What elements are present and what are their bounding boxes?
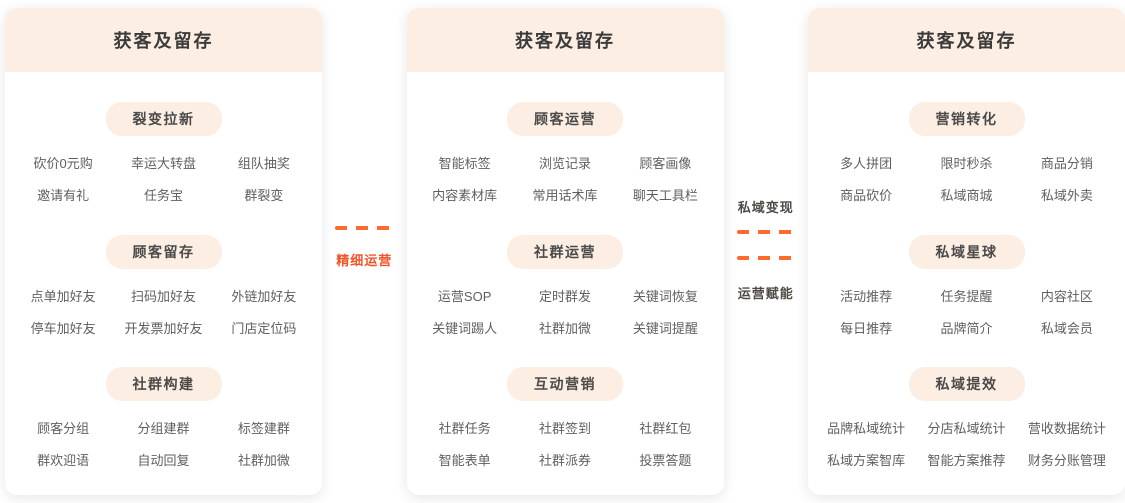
section-pill: 营销转化 bbox=[908, 102, 1025, 136]
panel-card-2: 获客及留存 顾客运营 智能标签 浏览记录 顾客画像 内容素材库 常用话术库 聊天… bbox=[406, 8, 724, 495]
feature-item: 财务分账管理 bbox=[1027, 453, 1106, 469]
feature-item: 投票答题 bbox=[639, 453, 692, 469]
feature-item: 私域外卖 bbox=[1040, 188, 1093, 204]
section-community-operation: 社群运营 运营SOP 定时群发 关键词恢复 关键词踢人 社群加微 关键词提醒 bbox=[407, 234, 724, 338]
feature-item: 多人拼团 bbox=[840, 156, 893, 171]
feature-grid: 运营SOP 定时群发 关键词恢复 关键词踢人 社群加微 关键词提醒 bbox=[407, 289, 724, 338]
section-private-planet: 私域星球 活动推荐 任务提醒 内容社区 每日推荐 品牌简介 私域会员 bbox=[808, 234, 1125, 338]
section-pill: 互动营销 bbox=[507, 367, 623, 401]
panel-title: 获客及留存 bbox=[916, 31, 1017, 51]
section-marketing-conversion: 营销转化 多人拼团 限时秒杀 商品分销 商品砍价 私域商城 私域外卖 bbox=[808, 102, 1125, 205]
feature-grid: 砍价0元购 幸运大转盘 组队抽奖 邀请有礼 任务宝 群裂变 bbox=[5, 156, 322, 205]
feature-item: 分组建群 bbox=[137, 421, 190, 436]
feature-item: 私域方案智库 bbox=[827, 453, 906, 469]
feature-grid: 智能标签 浏览记录 顾客画像 内容素材库 常用话术库 聊天工具栏 bbox=[407, 156, 724, 205]
feature-item: 关键词恢复 bbox=[632, 288, 698, 304]
section-pill: 私域提效 bbox=[908, 367, 1025, 401]
dashed-line bbox=[736, 256, 795, 260]
feature-item: 商品砍价 bbox=[840, 188, 893, 204]
feature-item: 顾客画像 bbox=[639, 156, 692, 171]
section-pill: 社群运营 bbox=[507, 234, 623, 269]
feature-item: 智能标签 bbox=[438, 156, 491, 171]
feature-item: 群欢迎语 bbox=[37, 453, 90, 469]
section-pill: 顾客留存 bbox=[105, 234, 222, 269]
feature-item: 组队抽奖 bbox=[237, 156, 290, 171]
panel-header: 获客及留存 bbox=[406, 8, 724, 72]
feature-item: 扫码加好友 bbox=[130, 288, 196, 304]
feature-item: 标签建群 bbox=[237, 421, 290, 436]
feature-item: 自动回复 bbox=[137, 453, 190, 469]
section-pill: 私域星球 bbox=[908, 234, 1025, 269]
section-private-efficiency: 私域提效 品牌私域统计 分店私域统计 营收数据统计 私域方案智库 智能方案推荐 … bbox=[808, 367, 1125, 470]
feature-item: 定时群发 bbox=[538, 288, 591, 304]
feature-item: 社群红包 bbox=[639, 421, 692, 436]
feature-item: 私域商城 bbox=[940, 188, 993, 204]
panel-card-3: 获客及留存 营销转化 多人拼团 限时秒杀 商品分销 商品砍价 私域商城 私域外卖… bbox=[808, 8, 1125, 495]
dashed-line bbox=[736, 230, 795, 234]
feature-item: 智能方案推荐 bbox=[927, 453, 1006, 469]
feature-item: 关键词提醒 bbox=[632, 320, 698, 336]
panel-title: 获客及留存 bbox=[515, 31, 615, 51]
connector-label-private-monetization: 私域变现 bbox=[737, 200, 794, 215]
feature-item: 私域会员 bbox=[1040, 320, 1093, 336]
feature-item: 社群任务 bbox=[438, 421, 491, 436]
feature-item: 任务提醒 bbox=[940, 288, 993, 304]
feature-item: 邀请有礼 bbox=[37, 188, 90, 204]
panel-card-1: 获客及留存 裂变拉新 砍价0元购 幸运大转盘 组队抽奖 邀请有礼 任务宝 群裂变… bbox=[5, 8, 322, 495]
section-customer-operation: 顾客运营 智能标签 浏览记录 顾客画像 内容素材库 常用话术库 聊天工具栏 bbox=[407, 102, 724, 205]
feature-grid: 点单加好友 扫码加好友 外链加好友 停车加好友 开发票加好友 门店定位码 bbox=[5, 289, 322, 338]
feature-item: 门店定位码 bbox=[231, 320, 297, 336]
feature-grid: 活动推荐 任务提醒 内容社区 每日推荐 品牌简介 私域会员 bbox=[808, 289, 1125, 338]
section-pill: 社群构建 bbox=[105, 367, 222, 401]
feature-item: 限时秒杀 bbox=[940, 156, 993, 171]
feature-item: 运营SOP bbox=[437, 288, 492, 304]
feature-item: 社群派券 bbox=[538, 453, 591, 469]
feature-item: 常用话术库 bbox=[532, 188, 598, 204]
section-community-building: 社群构建 顾客分组 分组建群 标签建群 群欢迎语 自动回复 社群加微 bbox=[5, 367, 322, 470]
feature-item: 活动推荐 bbox=[840, 288, 893, 304]
feature-item: 分店私域统计 bbox=[927, 421, 1006, 436]
dashed-line bbox=[335, 226, 394, 230]
panel-title: 获客及留存 bbox=[113, 31, 214, 51]
feature-grid: 多人拼团 限时秒杀 商品分销 商品砍价 私域商城 私域外卖 bbox=[808, 156, 1125, 205]
feature-item: 点单加好友 bbox=[30, 288, 96, 304]
section-customer-retention: 顾客留存 点单加好友 扫码加好友 外链加好友 停车加好友 开发票加好友 门店定位… bbox=[5, 234, 322, 338]
feature-item: 幸运大转盘 bbox=[130, 156, 196, 171]
connector-label-fine-operation: 精细运营 bbox=[336, 253, 393, 268]
feature-item: 浏览记录 bbox=[538, 156, 591, 171]
feature-item: 群裂变 bbox=[244, 188, 284, 204]
feature-item: 内容社区 bbox=[1040, 288, 1093, 304]
feature-item: 内容素材库 bbox=[432, 188, 498, 204]
section-pill: 顾客运营 bbox=[507, 102, 623, 136]
panel-header: 获客及留存 bbox=[808, 8, 1125, 72]
feature-item: 品牌私域统计 bbox=[827, 421, 906, 436]
feature-item: 每日推荐 bbox=[840, 320, 893, 336]
section-interactive-marketing: 互动营销 社群任务 社群签到 社群红包 智能表单 社群派券 投票答题 bbox=[407, 367, 724, 470]
feature-item: 任务宝 bbox=[143, 188, 183, 204]
feature-item: 砍价0元购 bbox=[33, 156, 93, 171]
feature-item: 聊天工具栏 bbox=[632, 188, 698, 204]
feature-item: 社群签到 bbox=[538, 421, 591, 436]
section-pill: 裂变拉新 bbox=[105, 102, 222, 136]
feature-item: 社群加微 bbox=[538, 320, 591, 336]
feature-item: 营收数据统计 bbox=[1027, 421, 1106, 436]
connector-right: 私域变现 运营赋能 bbox=[724, 0, 809, 503]
panel-header: 获客及留存 bbox=[5, 8, 322, 72]
section-fission-growth: 裂变拉新 砍价0元购 幸运大转盘 组队抽奖 邀请有礼 任务宝 群裂变 bbox=[5, 102, 322, 205]
feature-grid: 品牌私域统计 分店私域统计 营收数据统计 私域方案智库 智能方案推荐 财务分账管… bbox=[808, 421, 1125, 470]
feature-item: 顾客分组 bbox=[37, 421, 90, 436]
connector-label-operation-empowerment: 运营赋能 bbox=[737, 286, 794, 301]
feature-item: 社群加微 bbox=[237, 453, 290, 469]
feature-item: 智能表单 bbox=[438, 453, 491, 469]
feature-grid: 顾客分组 分组建群 标签建群 群欢迎语 自动回复 社群加微 bbox=[5, 421, 322, 470]
connector-left: 精细运营 bbox=[322, 0, 407, 503]
feature-item: 关键词踢人 bbox=[432, 320, 498, 336]
feature-item: 停车加好友 bbox=[30, 320, 96, 336]
feature-item: 外链加好友 bbox=[231, 288, 297, 304]
feature-grid: 社群任务 社群签到 社群红包 智能表单 社群派券 投票答题 bbox=[407, 421, 724, 470]
feature-item: 品牌简介 bbox=[940, 320, 993, 336]
feature-item: 开发票加好友 bbox=[124, 320, 203, 336]
feature-item: 商品分销 bbox=[1040, 156, 1093, 171]
